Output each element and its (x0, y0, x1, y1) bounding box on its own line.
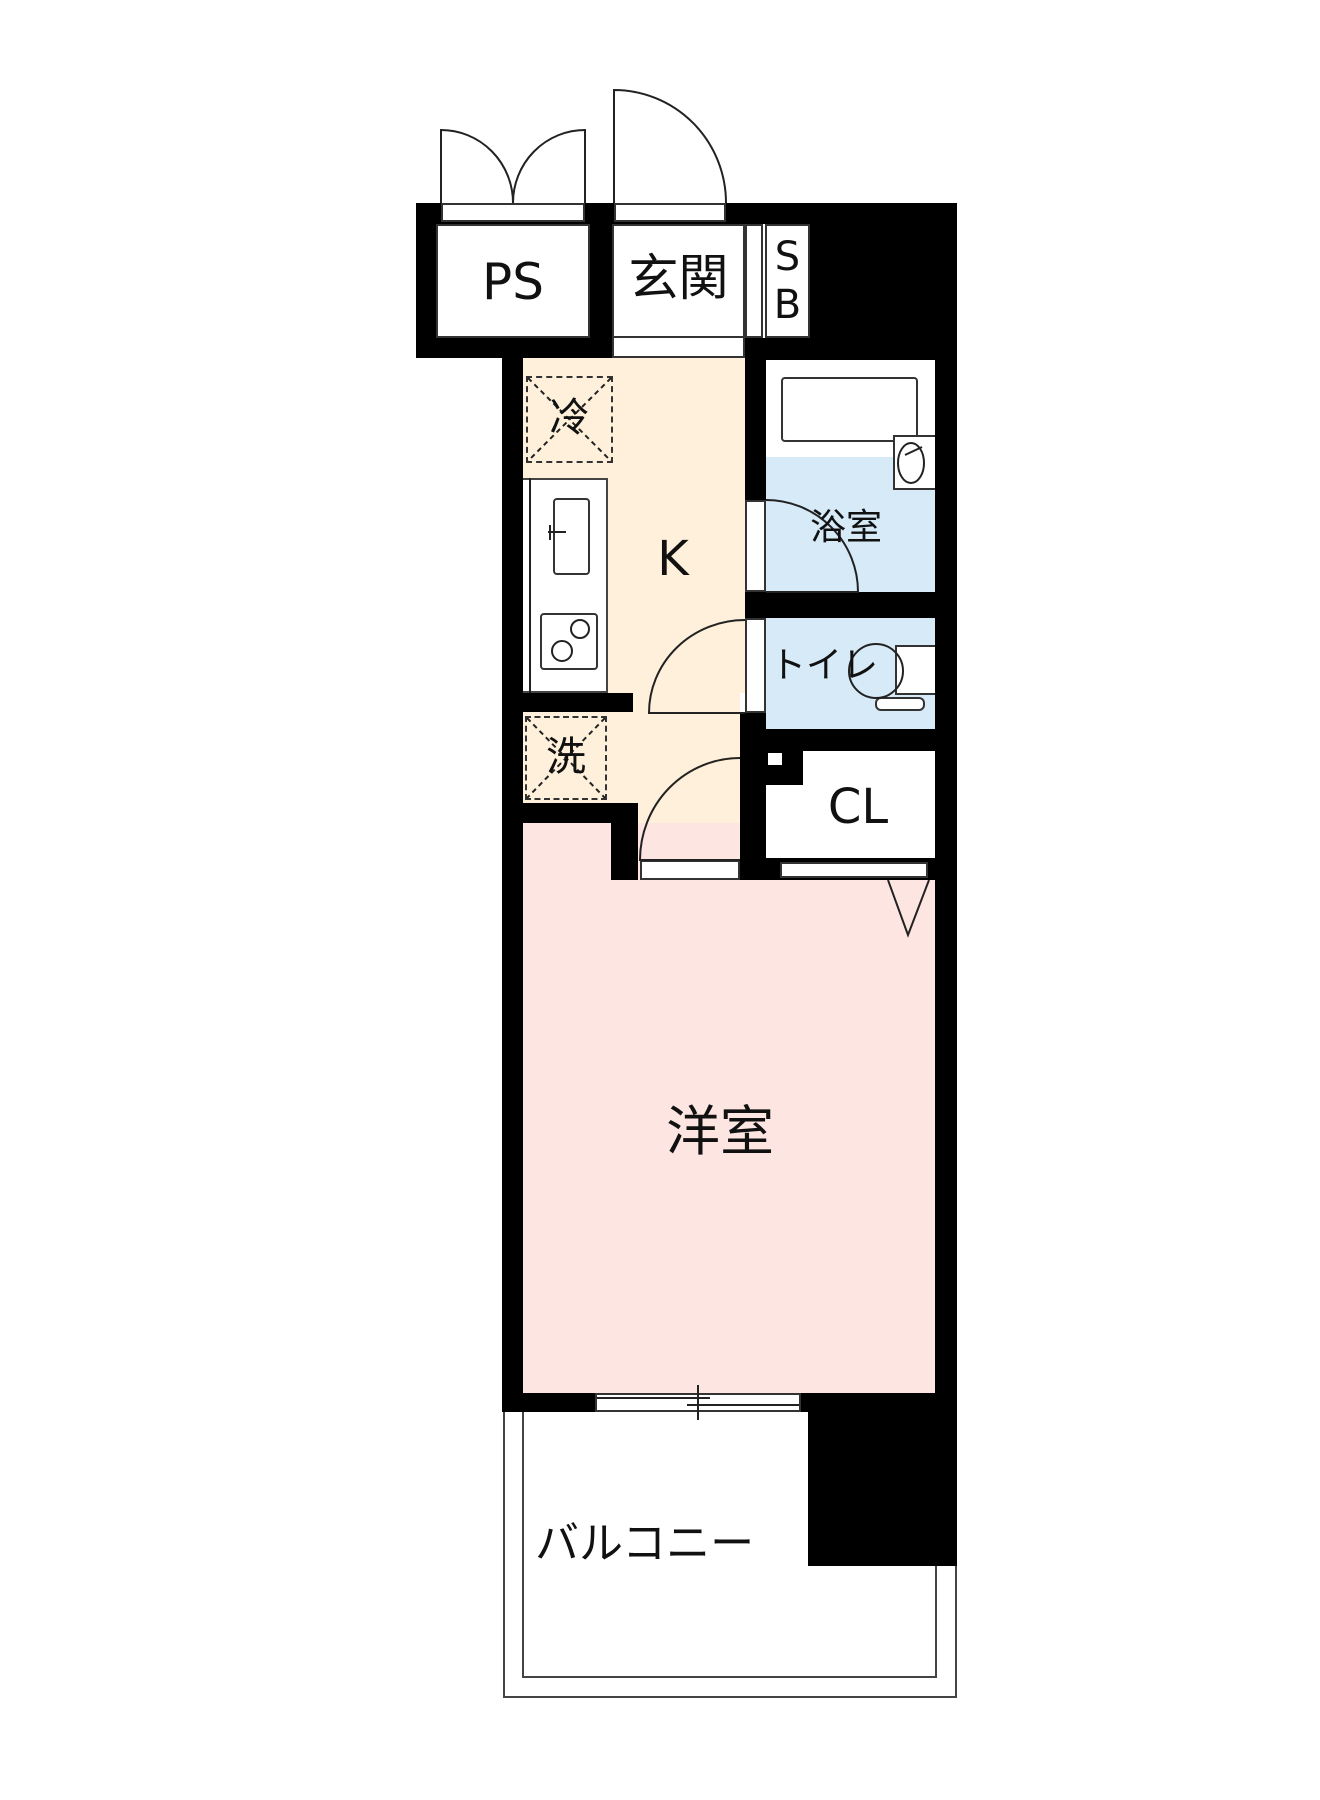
wall-washer-bottom (523, 803, 638, 823)
wall-toilet-cl (740, 729, 957, 751)
bath-door-sill (745, 500, 766, 592)
sb-room (765, 224, 810, 338)
toilet-door-sill (745, 618, 766, 713)
genkan-sill (614, 203, 726, 222)
ps-room (436, 224, 590, 338)
wall-left (502, 338, 523, 1412)
wall-ps-genkan (590, 203, 612, 358)
wall-balcony-block-2 (808, 1412, 957, 1566)
wall-ps-left (416, 203, 436, 358)
balcony-label: バルコニー (535, 1518, 755, 1569)
wall-right (935, 338, 957, 1566)
toilet-paper (875, 697, 925, 711)
kitchen-sink-icon (553, 498, 590, 575)
kitchen-label: K (657, 531, 689, 587)
toilet-label: トイレ (770, 645, 879, 686)
washer-label: 洗 (546, 734, 586, 780)
sb-label-top: S (774, 234, 801, 280)
wall-cl-left (740, 713, 766, 880)
wall-kitchen-partition (523, 693, 633, 712)
bath-label: 浴室 (809, 507, 882, 548)
genkan-label: 玄関 (628, 249, 729, 307)
wall-door-jamb (611, 803, 638, 880)
wall-bath-top (745, 338, 957, 360)
wall-kitchen-bath (745, 338, 766, 500)
toilet-tank (895, 645, 935, 695)
ps-double-door-icon (440, 128, 586, 204)
genkan-step (612, 338, 745, 358)
window (595, 1393, 801, 1412)
pipe-shaft-small (768, 753, 782, 765)
western-room-label: 洋室 (666, 1100, 774, 1163)
cl-door-sill (780, 862, 928, 878)
bathtub-icon (781, 377, 918, 442)
genkan-sb-strip (745, 224, 763, 338)
entrance-door-icon (613, 88, 727, 204)
western-room (523, 823, 935, 1393)
wall-right-upper (810, 203, 957, 358)
ps-label: PS (482, 253, 544, 311)
ps-sill (441, 203, 585, 222)
closet-label: CL (827, 779, 889, 835)
room-door-sill (640, 860, 740, 880)
stove-icon (540, 613, 598, 670)
wall-bath-toilet (745, 592, 957, 618)
fridge-label: 冷 (549, 395, 590, 441)
washbasin-icon (893, 435, 935, 490)
genkan-room (612, 224, 745, 338)
sb-label-bottom: B (773, 282, 802, 328)
